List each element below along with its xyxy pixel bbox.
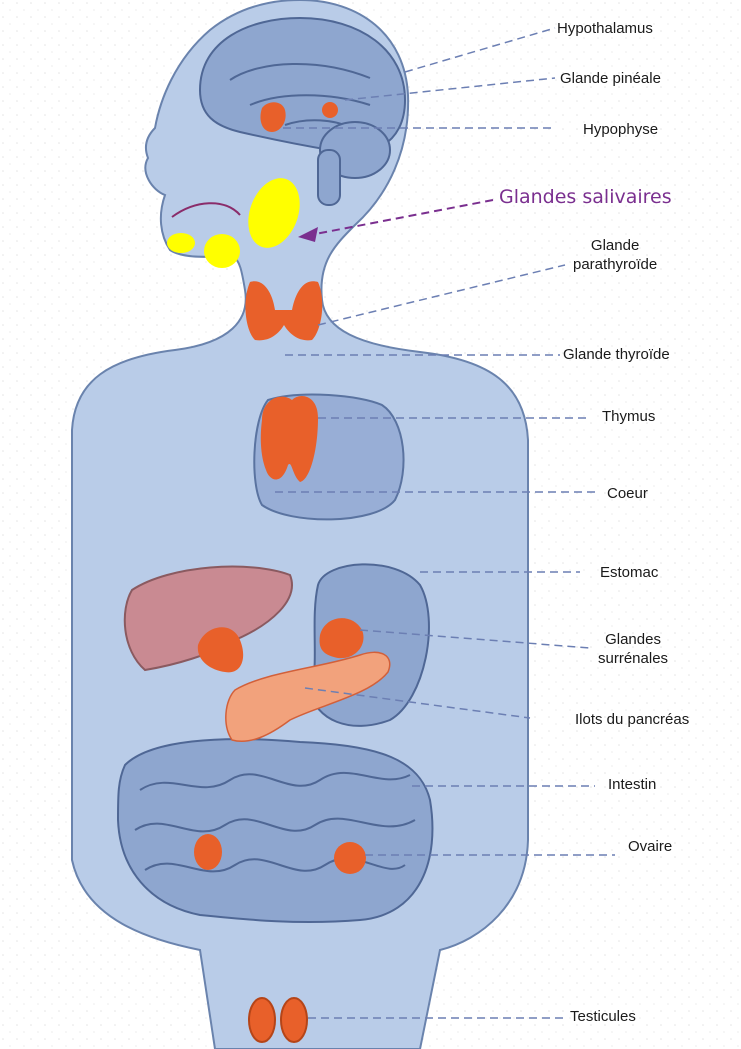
ovary-left xyxy=(194,834,222,870)
pineal-gland xyxy=(322,102,338,118)
testicle-left xyxy=(249,998,275,1042)
intestines xyxy=(118,739,432,922)
label-glandes-surrenales: Glandes surrénales xyxy=(598,630,668,668)
label-surrenales-line1: Glandes xyxy=(598,630,668,649)
label-thymus: Thymus xyxy=(602,407,655,426)
brainstem xyxy=(318,150,340,205)
label-glandes-salivaires: Glandes salivaires xyxy=(499,186,672,208)
testicle-right xyxy=(281,998,307,1042)
label-ovaire: Ovaire xyxy=(628,837,672,856)
label-parathyroide-line1: Glande xyxy=(573,236,657,255)
label-coeur: Coeur xyxy=(607,484,648,503)
label-intestin: Intestin xyxy=(608,775,656,794)
label-parathyroide-line2: parathyroïde xyxy=(573,255,657,274)
label-testicules: Testicules xyxy=(570,1007,636,1026)
label-ilots-pancreas: Ilots du pancréas xyxy=(575,710,689,729)
label-hypophyse: Hypophyse xyxy=(583,120,658,139)
ovary-right xyxy=(334,842,366,874)
label-estomac: Estomac xyxy=(600,563,658,582)
label-glande-pineale: Glande pinéale xyxy=(560,69,661,88)
salivary-gland-sublingual xyxy=(167,233,195,253)
label-surrenales-line2: surrénales xyxy=(598,649,668,668)
label-glande-parathyroide: Glande parathyroïde xyxy=(573,236,657,274)
salivary-gland-submandibular xyxy=(204,234,240,268)
label-glande-thyroide: Glande thyroïde xyxy=(563,345,670,364)
label-hypothalamus: Hypothalamus xyxy=(557,19,653,38)
